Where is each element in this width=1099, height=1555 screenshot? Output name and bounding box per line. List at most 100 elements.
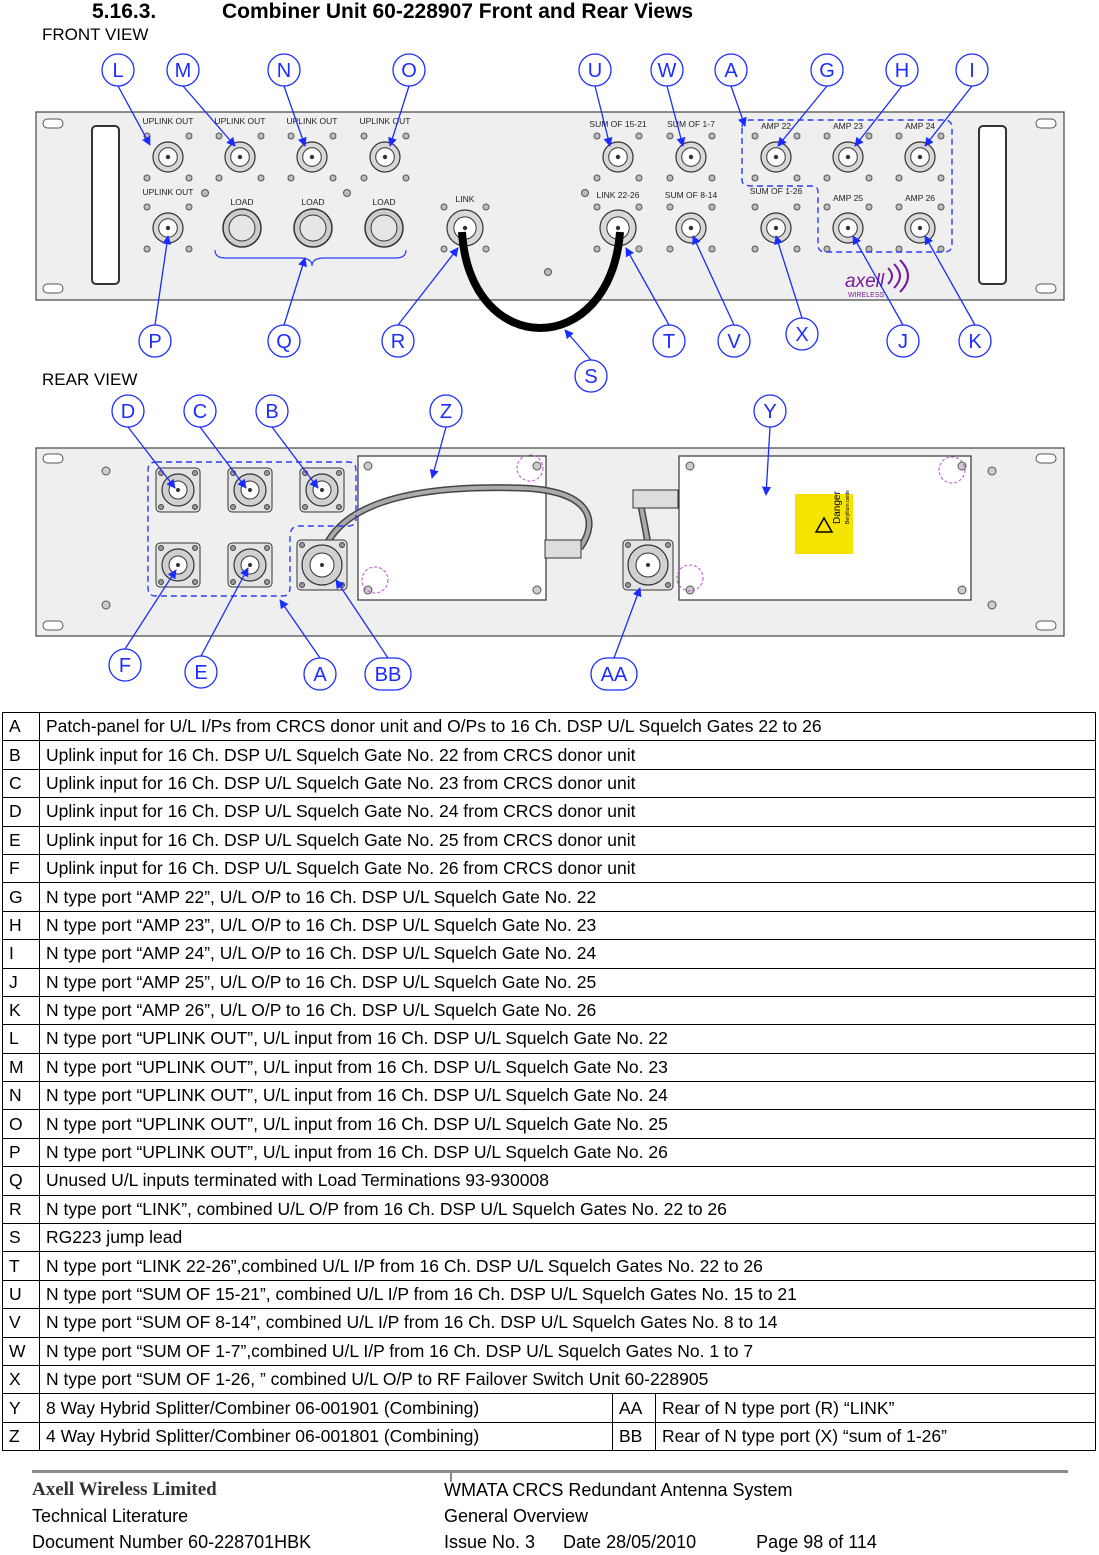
port-n	[287, 132, 337, 182]
rear-port-f	[155, 542, 201, 588]
port-label-l: UPLINK OUT	[142, 116, 193, 126]
amp-group-outline	[741, 119, 953, 253]
legend-description: N type port “UPLINK OUT”, U/L input from…	[39, 1052, 1096, 1083]
legend-description: N type port “AMP 23”, U/L O/P to 16 Ch. …	[39, 910, 1096, 941]
port-amp24	[895, 132, 945, 182]
callout-letter: S	[584, 366, 597, 388]
svg-text:UPLINK OUT: UPLINK OUT	[359, 116, 410, 126]
legend-description: N type port “UPLINK OUT”, U/L input from…	[39, 1109, 1096, 1139]
callout-letter: B	[265, 401, 278, 423]
legend-key: W	[2, 1336, 40, 1366]
svg-text:UPLINK OUT: UPLINK OUT	[214, 116, 265, 126]
amp24-label: AMP 24	[905, 121, 935, 131]
legend-key: E	[2, 825, 40, 855]
amp23-label: AMP 23	[833, 121, 863, 131]
system-name: WMATA CRCS Redundant Antenna System	[444, 1480, 793, 1500]
legend-key: AA	[612, 1393, 656, 1423]
svg-text:UPLINK OUT: UPLINK OUT	[142, 116, 193, 126]
legend-key: Z	[2, 1421, 40, 1452]
legend-key: U	[2, 1279, 40, 1310]
legend-description: N type port “AMP 24”, U/L O/P to 16 Ch. …	[39, 939, 1096, 969]
legend-description: N type port “UPLINK OUT”, U/L input from…	[39, 1137, 1096, 1168]
issue-number: Issue No. 3	[444, 1532, 536, 1552]
legend-key: M	[2, 1052, 40, 1083]
callout-letter: M	[175, 60, 192, 82]
callout-letter: O	[401, 60, 417, 82]
front-port-labels: UPLINK OUT UPLINK OUT UPLINK OUT UPLINK …	[142, 116, 935, 207]
callout-letter: AA	[601, 664, 628, 686]
page-footer: Axell Wireless Limited Technical Literat…	[32, 1470, 1068, 1552]
callout-e-rear-bottom: E	[184, 567, 249, 689]
sum-8-14-label: SUM OF 8-14	[665, 190, 718, 200]
callout-letter: A	[313, 664, 327, 686]
callout-a-rear-bottom: A	[279, 599, 337, 691]
legend-description: N type port “UPLINK OUT”, U/L input from…	[39, 1081, 1096, 1111]
legend-description: RG223 jump lead	[39, 1223, 1096, 1253]
legend-key: P	[2, 1137, 40, 1168]
callout-letter: R	[391, 331, 405, 353]
callout-bb-rear-bottom: BB	[335, 579, 412, 691]
callout-letter: P	[148, 331, 161, 353]
callout-y-rear-top: Y	[753, 394, 787, 496]
legend-description: N type port “SUM OF 15-21”, combined U/L…	[39, 1279, 1096, 1310]
legend-description: Rear of N type port (X) “sum of 1-26”	[655, 1421, 1096, 1452]
rear-port-e	[227, 542, 273, 588]
legend-description: N type port “UPLINK OUT”, U/L input from…	[39, 1024, 1096, 1054]
legend-key: T	[2, 1251, 40, 1281]
callout-q-front-bottom: Q	[267, 257, 307, 358]
legend-description: N type port “AMP 22”, U/L O/P to 16 Ch. …	[39, 882, 1096, 912]
rear-port-aa	[622, 539, 674, 591]
general-overview: General Overview	[444, 1506, 589, 1526]
load-2	[293, 208, 333, 248]
rear-port-c	[227, 467, 273, 513]
callout-o-front-top: O	[388, 53, 426, 147]
4-way-splitter-box	[357, 455, 547, 601]
sum-15-21-label: SUM OF 15-21	[589, 119, 646, 129]
legend-description: N type port “SUM OF 1-7”,combined U/L I/…	[39, 1336, 1096, 1366]
section-number: 5.16.3.	[92, 0, 157, 23]
port-amp22	[751, 132, 801, 182]
callout-letter: K	[968, 331, 982, 353]
legend-key: C	[2, 768, 40, 799]
callout-p-front-bottom: P	[138, 235, 172, 358]
rear-connectors	[101, 454, 997, 610]
legend-key: A	[2, 711, 40, 742]
port-sum-1-26	[751, 203, 801, 253]
company-name: Axell Wireless Limited	[32, 1479, 217, 1500]
amp25-label: AMP 25	[833, 193, 863, 203]
callout-v-front-bottom: V	[692, 235, 751, 358]
legend-key: H	[2, 910, 40, 941]
callout-j-front-bottom: J	[852, 235, 920, 358]
callout-x-front-bottom: X	[774, 235, 819, 351]
amp22-label: AMP 22	[761, 121, 791, 131]
amp26-label: AMP 26	[905, 193, 935, 203]
callout-letter: C	[193, 401, 207, 423]
port-label-n: UPLINK OUT	[286, 116, 337, 126]
legend-key: BB	[612, 1421, 656, 1452]
legend-key: R	[2, 1194, 40, 1225]
legend-description: 8 Way Hybrid Splitter/Combiner 06-001901…	[39, 1393, 613, 1423]
svg-text:UPLINK OUT: UPLINK OUT	[286, 116, 337, 126]
port-label-m: UPLINK OUT	[214, 116, 265, 126]
svg-text:UPLINK OUT: UPLINK OUT	[142, 187, 193, 197]
callout-r-front-bottom: R	[381, 247, 459, 358]
legend-description: Uplink input for 16 Ch. DSP U/L Squelch …	[39, 825, 1096, 855]
load-1	[222, 208, 262, 248]
callout-letter: X	[795, 324, 808, 346]
legend-key: N	[2, 1081, 40, 1111]
